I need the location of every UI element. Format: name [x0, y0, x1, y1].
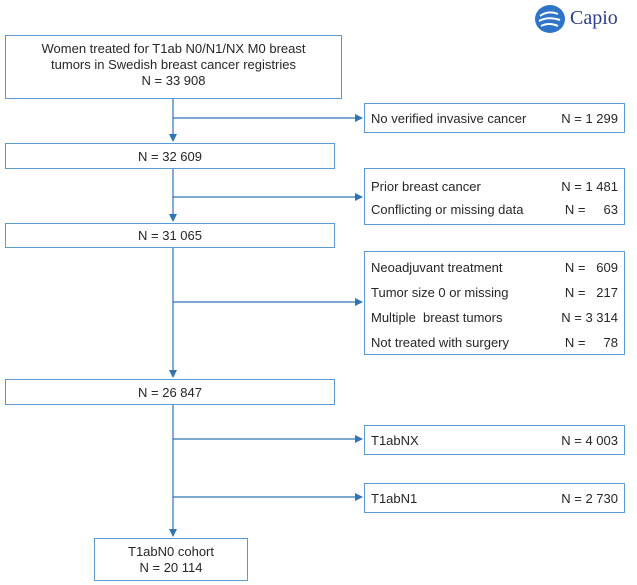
- exclusion-value: N = 1 299: [561, 111, 618, 126]
- exclusion-label: Conflicting or missing data: [371, 202, 524, 217]
- exclusion-row: Neoadjuvant treatment N = 609: [371, 260, 618, 276]
- start-box: Women treated for T1ab N0/N1/NX M0 breas…: [5, 35, 342, 99]
- exclusion-label: No verified invasive cancer: [371, 111, 527, 126]
- exclusion-label: T1abN1: [371, 491, 418, 506]
- exclusion-box-3: Neoadjuvant treatment N = 609 Tumor size…: [364, 251, 625, 355]
- exclusion-label: Multiple breast tumors: [371, 310, 503, 325]
- exclusion-box-4: T1abNX N = 4 003: [364, 425, 625, 455]
- exclusion-row: T1abN1 N = 2 730: [371, 491, 618, 507]
- start-line-2: tumors in Swedish breast cancer registri…: [51, 57, 296, 72]
- exclusion-row: Tumor size 0 or missing N = 217: [371, 285, 618, 301]
- step3-count: N = 26 847: [138, 385, 202, 400]
- exclusion-row: T1abNX N = 4 003: [371, 433, 618, 449]
- exclusion-row: Not treated with surgery N = 78: [371, 335, 618, 351]
- step3-box: N = 26 847: [5, 379, 335, 405]
- exclusion-box-5: T1abN1 N = 2 730: [364, 483, 625, 513]
- cohort-title: T1abN0 cohort: [128, 544, 214, 559]
- capio-logo-icon: [535, 5, 565, 33]
- exclusion-value: N = 63: [564, 202, 618, 217]
- exclusion-label: Neoadjuvant treatment: [371, 260, 503, 275]
- exclusion-label: T1abNX: [371, 433, 419, 448]
- step1-box: N = 32 609: [5, 143, 335, 169]
- step2-box: N = 31 065: [5, 223, 335, 248]
- cohort-box: T1abN0 cohort N = 20 114: [94, 538, 248, 581]
- exclusion-value: N = 217: [564, 285, 618, 300]
- exclusion-row: Conflicting or missing data N = 63: [371, 202, 618, 218]
- step1-count: N = 32 609: [138, 149, 202, 164]
- exclusion-value: N = 1 481: [561, 179, 618, 194]
- exclusion-value: N = 3 314: [561, 310, 618, 325]
- exclusion-row: Prior breast cancer N = 1 481: [371, 179, 618, 195]
- capio-logo: Capio: [534, 2, 637, 36]
- step2-count: N = 31 065: [138, 228, 202, 243]
- exclusion-value: N = 78: [564, 335, 618, 350]
- exclusion-value: N = 2 730: [561, 491, 618, 506]
- start-count: N = 33 908: [141, 73, 206, 88]
- exclusion-row: Multiple breast tumors N = 3 314: [371, 310, 618, 326]
- capio-logo-text: Capio: [570, 7, 618, 29]
- exclusion-box-1: No verified invasive cancer N = 1 299: [364, 103, 625, 133]
- exclusion-row: No verified invasive cancer N = 1 299: [371, 111, 618, 127]
- exclusion-label: Not treated with surgery: [371, 335, 510, 350]
- exclusion-label: Prior breast cancer: [371, 179, 481, 194]
- exclusion-box-2: Prior breast cancer N = 1 481 Conflictin…: [364, 168, 625, 225]
- exclusion-value: N = 609: [564, 260, 618, 275]
- exclusion-label: Tumor size 0 or missing: [371, 285, 509, 300]
- exclusion-value: N = 4 003: [561, 433, 618, 448]
- cohort-count: N = 20 114: [139, 560, 203, 575]
- start-line-1: Women treated for T1ab N0/N1/NX M0 breas…: [41, 41, 306, 56]
